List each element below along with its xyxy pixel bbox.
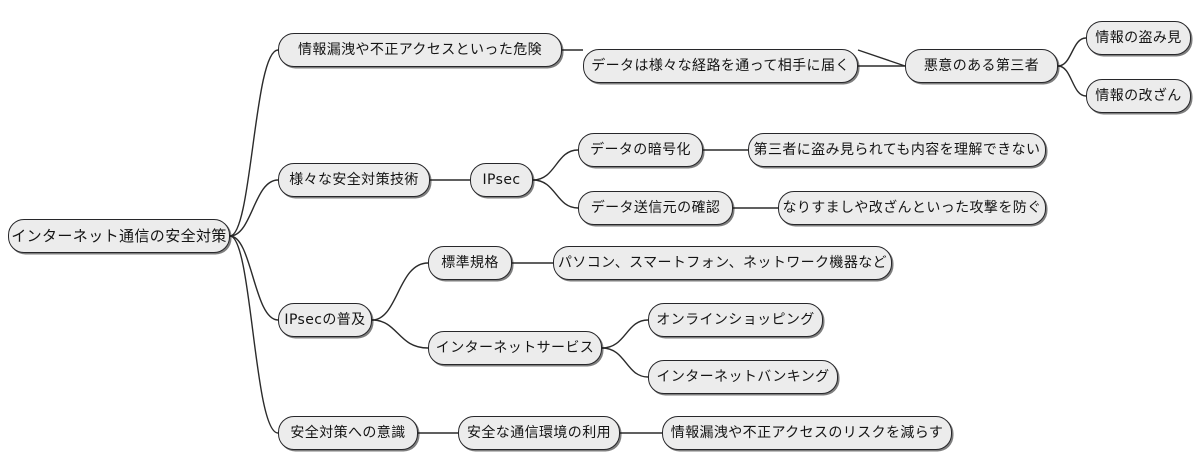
node-b3[interactable]: IPsecの普及 — [278, 303, 372, 337]
edge-b3-to-b3c1 — [371, 262, 429, 321]
node-b2c1-label: IPsec — [482, 172, 521, 188]
node-b1c1c1-label: 悪意のある第三者 — [923, 58, 1040, 74]
node-b3c1c1-label: パソコン、スマートフォン、ネットワーク機器など — [557, 255, 888, 271]
node-b3c2c1-label: オンラインショッピング — [656, 312, 815, 328]
node-b1c1[interactable]: データは様々な経路を通って相手に届く — [583, 49, 858, 83]
node-b2c1c2c1[interactable]: なりすましや改ざんといった攻撃を防ぐ — [778, 191, 1046, 225]
edge-b3-to-b3c2 — [371, 319, 429, 349]
node-b1c1c1c2[interactable]: 情報の改ざん — [1086, 79, 1191, 113]
node-b3c1-label: 標準規格 — [441, 255, 499, 271]
node-b1c1c1c1[interactable]: 情報の盗み見 — [1086, 21, 1191, 55]
node-b1c1c1c1-label: 情報の盗み見 — [1095, 30, 1182, 46]
node-b2c1c1c1[interactable]: 第三者に盗み見られても内容を理解できない — [748, 133, 1046, 167]
node-b3c1c1[interactable]: パソコン、スマートフォン、ネットワーク機器など — [553, 246, 892, 280]
edge-b2c1-to-b2c1c2 — [532, 179, 579, 209]
node-b1-label: 情報漏洩や不正アクセスといった危険 — [297, 42, 543, 58]
node-b1c1c1c2-label: 情報の改ざん — [1095, 88, 1182, 104]
edge-b1c1c1-to-b1c1c1c2 — [1057, 65, 1087, 97]
node-b3-label: IPsecの普及 — [284, 312, 366, 328]
node-b2-label: 様々な安全対策技術 — [289, 172, 419, 188]
node-b2c1c2c1-label: なりすましや改ざんといった攻撃を防ぐ — [782, 200, 1042, 216]
node-b4[interactable]: 安全対策への意識 — [278, 416, 418, 450]
node-b2c1c1[interactable]: データの暗号化 — [578, 133, 703, 167]
node-b2c1[interactable]: IPsec — [470, 163, 533, 197]
node-b1c1c1[interactable]: 悪意のある第三者 — [905, 49, 1058, 83]
node-b3c2c1[interactable]: オンラインショッピング — [648, 303, 823, 337]
node-b4-label: 安全対策への意識 — [290, 425, 406, 441]
node-b1c1-label: データは様々な経路を通って相手に届く — [591, 58, 850, 74]
node-b4c1c1-label: 情報漏洩や不正アクセスのリスクを減らす — [670, 425, 944, 441]
edge-b1c1c1-to-b1c1c1c1 — [1057, 37, 1087, 67]
node-root-label: インターネット通信の安全対策 — [11, 226, 227, 245]
edge-b3c2-to-b3c2c2 — [601, 347, 649, 378]
edge-b1c1-to-b1c1c1 — [857, 49, 906, 67]
node-root[interactable]: インターネット通信の安全対策 — [8, 219, 230, 253]
edge-root-to-b4 — [229, 235, 279, 434]
edge-root-to-b2 — [229, 179, 279, 237]
node-b3c2-label: インターネットサービス — [435, 340, 595, 356]
node-b2c1c2-label: データ送信元の確認 — [590, 200, 721, 216]
node-b4c1c1[interactable]: 情報漏洩や不正アクセスのリスクを減らす — [662, 416, 952, 450]
edge-b2c1-to-b2c1c1 — [532, 149, 579, 181]
node-b4c1[interactable]: 安全な通信環境の利用 — [458, 416, 620, 450]
node-b2c1c2[interactable]: データ送信元の確認 — [578, 191, 733, 225]
edge-root-to-b1 — [229, 49, 279, 237]
edge-root-to-b3 — [229, 235, 279, 321]
edge-b3c2-to-b3c2c1 — [601, 319, 649, 349]
node-b2[interactable]: 様々な安全対策技術 — [278, 163, 430, 197]
node-b3c2[interactable]: インターネットサービス — [428, 331, 602, 365]
node-b2c1c1-label: データの暗号化 — [590, 142, 691, 158]
node-b2c1c1c1-label: 第三者に盗み見られても内容を理解できない — [753, 142, 1041, 158]
node-b4c1-label: 安全な通信環境の利用 — [467, 425, 611, 441]
node-b3c2c2-label: インターネットバンキング — [656, 369, 830, 385]
node-b1[interactable]: 情報漏洩や不正アクセスといった危険 — [278, 33, 562, 67]
node-b3c1[interactable]: 標準規格 — [428, 246, 512, 280]
node-b3c2c2[interactable]: インターネットバンキング — [648, 360, 838, 394]
